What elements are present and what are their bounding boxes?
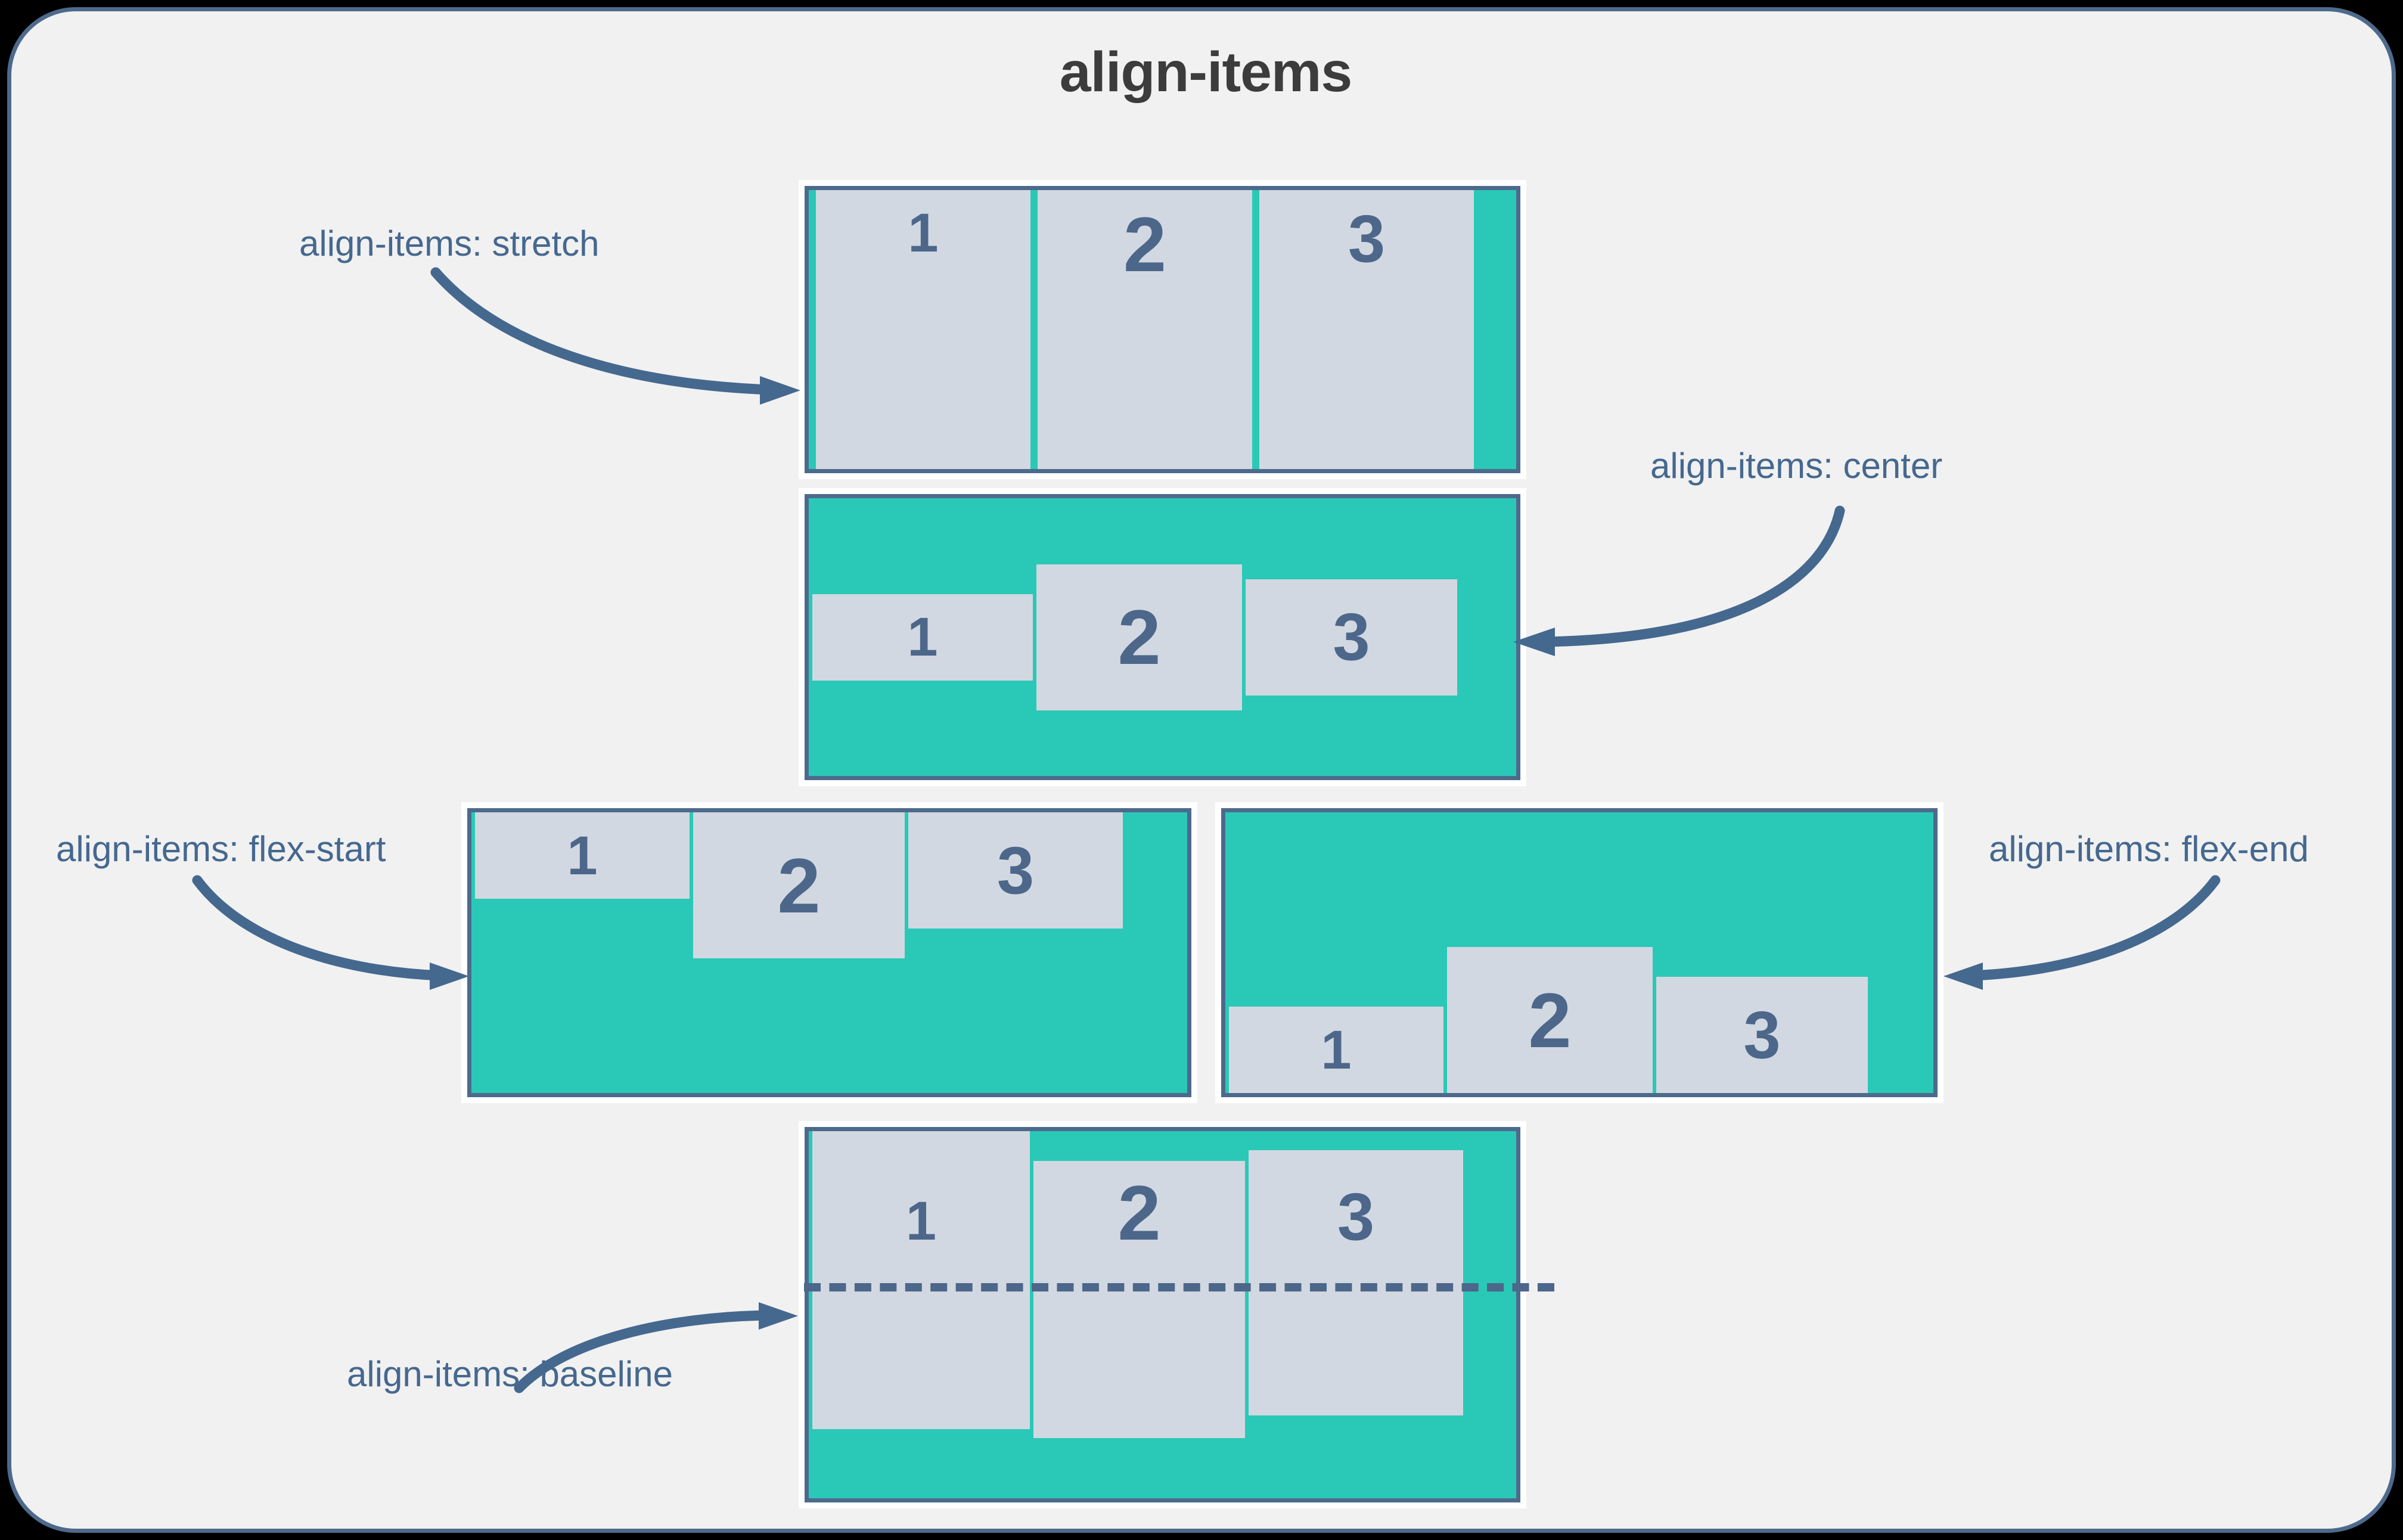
label-align-items-center: align-items: center — [1650, 446, 1943, 486]
arrow-to-flex-end-icon — [1943, 875, 2221, 990]
flex-item: 2 — [1447, 947, 1653, 1093]
flex-item: 2 — [1033, 1161, 1245, 1438]
flex-container-flex-start: 1 2 3 — [467, 808, 1191, 1097]
flex-container-center: 1 2 3 — [805, 494, 1520, 780]
arrow-to-baseline-icon — [514, 1302, 798, 1393]
flex-container-flex-end: 1 2 3 — [1221, 808, 1938, 1097]
flex-container-stretch: 1 2 3 — [805, 186, 1520, 473]
flex-item: 2 — [1036, 564, 1242, 710]
flex-item: 1 — [475, 812, 690, 899]
flex-demo-flex-start: 1 2 3 — [461, 802, 1197, 1103]
flex-demo-center: 1 2 3 — [799, 488, 1526, 786]
flex-demo-baseline: 1 2 3 — [799, 1121, 1526, 1508]
flex-item: 3 — [1246, 579, 1457, 696]
arrow-to-center-icon — [1513, 505, 1845, 656]
label-align-items-flex-end: align-items: flex-end — [1989, 829, 2309, 869]
arrow-to-stretch-icon — [430, 267, 800, 405]
flex-demo-stretch: 1 2 3 — [799, 180, 1526, 479]
flex-demo-flex-end: 1 2 3 — [1215, 802, 1943, 1103]
baseline-guide-line — [804, 1283, 1554, 1291]
flex-item: 2 — [693, 812, 905, 958]
flex-item: 1 — [1229, 1007, 1443, 1093]
flex-item: 3 — [1249, 1150, 1463, 1415]
flex-item: 1 — [812, 1131, 1030, 1429]
flex-item: 1 — [812, 594, 1033, 681]
arrow-to-flex-start-icon — [192, 875, 469, 990]
label-align-items-stretch: align-items: stretch — [299, 223, 600, 263]
label-align-items-baseline: align-items: baseline — [347, 1354, 673, 1394]
flex-item: 3 — [1259, 190, 1474, 469]
flex-container-baseline: 1 2 3 — [805, 1127, 1520, 1502]
page-title: align-items — [1059, 41, 1353, 104]
label-align-items-flex-start: align-items: flex-start — [56, 829, 386, 869]
diagram-frame: align-items 1 2 3 align-items: stretch 1… — [7, 7, 2396, 1533]
flex-item: 3 — [908, 812, 1123, 929]
flex-item: 1 — [816, 190, 1030, 469]
flex-item: 3 — [1656, 977, 1868, 1093]
flex-item: 2 — [1038, 190, 1252, 469]
